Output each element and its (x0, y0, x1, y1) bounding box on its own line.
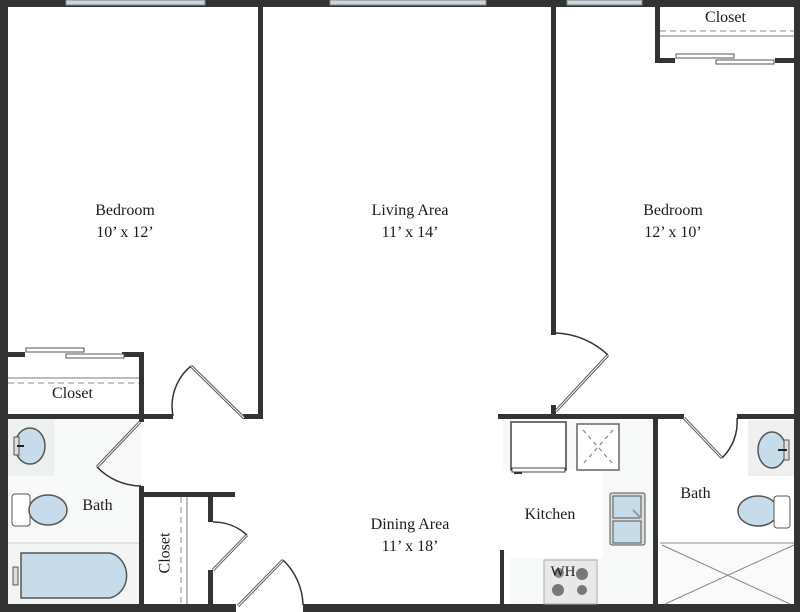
room-name: Dining Area (370, 516, 450, 533)
room-name: Bath (82, 497, 113, 514)
toilet-icon (737, 495, 791, 529)
water-heater-icon (543, 559, 598, 605)
cooktop-icon (576, 423, 620, 471)
room-label-bath-1: Bath (70, 495, 125, 517)
sink-icon (757, 431, 790, 469)
room-size: 10’ x 12’ (96, 224, 154, 241)
shower-icon (660, 542, 795, 605)
room-label-living: Living Area 11’ x 14’ (345, 200, 475, 244)
room-name: Living Area (371, 202, 449, 219)
room-label-kitchen: Kitchen (510, 504, 590, 526)
room-label-bath-2: Bath (668, 483, 723, 505)
window (65, 0, 643, 6)
room-name: Closet (156, 532, 174, 574)
room-size: 11’ x 14’ (381, 224, 439, 241)
room-name: Bedroom (95, 202, 155, 219)
refrigerator-icon (510, 421, 567, 474)
room-size: 11’ x 18’ (381, 538, 439, 555)
kitchen-sink-icon (609, 492, 646, 546)
room-label-dining: Dining Area 11’ x 18’ (345, 514, 475, 558)
room-name: Closet (705, 9, 746, 26)
room-label-closet-3: Closet (688, 7, 763, 29)
room-name: Closet (52, 385, 93, 402)
room-label-closet-1: Closet (30, 383, 115, 405)
bathtub-icon (12, 552, 128, 599)
room-size: 12’ x 10’ (644, 224, 702, 241)
room-label-bedroom-2: Bedroom 12’ x 10’ (608, 200, 738, 244)
room-name: Kitchen (524, 506, 576, 523)
room-name: Bath (680, 485, 711, 502)
room-label-bedroom-1: Bedroom 10’ x 12’ (60, 200, 190, 244)
room-label-closet-2: Closet (155, 516, 177, 591)
water-heater-label: WH (550, 564, 576, 580)
toilet-icon (11, 493, 68, 527)
room-name: Bedroom (643, 202, 703, 219)
sink-icon (13, 427, 46, 465)
